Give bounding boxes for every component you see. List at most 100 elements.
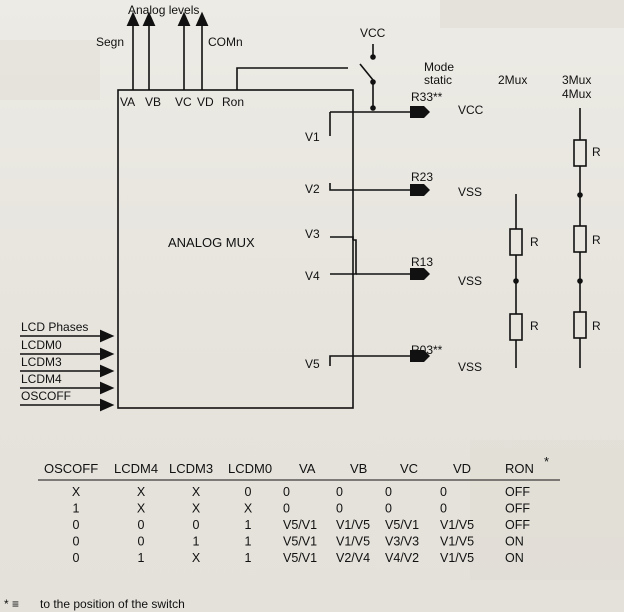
input-lcdm3: LCDM3 bbox=[21, 355, 62, 369]
table-cell: V2/V4 bbox=[336, 551, 370, 565]
table-cell: 0 bbox=[138, 518, 145, 532]
th-vc: VC bbox=[400, 461, 418, 476]
tag-r13-label: R13 bbox=[411, 255, 433, 269]
tag-r33 bbox=[410, 106, 430, 118]
analog-levels-label: Analog levels bbox=[128, 3, 199, 17]
mode-label: Mode bbox=[424, 60, 454, 74]
rail-vss-2: VSS bbox=[458, 274, 482, 288]
pin-va: VA bbox=[120, 95, 135, 109]
pin-v4: V4 bbox=[305, 269, 320, 283]
table-cell: X bbox=[72, 485, 81, 499]
rail-vss-1: VSS bbox=[458, 185, 482, 199]
input-lcdm0: LCDM0 bbox=[21, 338, 62, 352]
r-2mux-a: R bbox=[530, 235, 539, 249]
tag-r03-label: R03** bbox=[411, 343, 443, 357]
footnote-mark: * ≡ bbox=[4, 597, 19, 611]
tag-r03 bbox=[410, 350, 430, 362]
table-cell: X bbox=[137, 502, 146, 516]
segn-label: Segn bbox=[96, 35, 124, 49]
r-2mux-b: R bbox=[530, 319, 539, 333]
th-oscoff: OSCOFF bbox=[44, 461, 98, 476]
table-cell: 1 bbox=[193, 535, 200, 549]
footnote-text: to the position of the switch bbox=[40, 597, 185, 611]
table-cell: OFF bbox=[505, 502, 530, 516]
ron-wire bbox=[236, 67, 348, 90]
table-cell: X bbox=[244, 502, 253, 516]
mode-2mux-label: 2Mux bbox=[498, 73, 527, 87]
vcc-top-label: VCC bbox=[360, 26, 386, 40]
pin-vd: VD bbox=[197, 95, 214, 109]
table-cell: X bbox=[192, 502, 201, 516]
v2-wire bbox=[329, 183, 410, 191]
table-cell: 0 bbox=[283, 485, 290, 499]
tag-r13 bbox=[410, 268, 430, 280]
r-4mux-a: R bbox=[592, 145, 601, 159]
pin-ron: Ron bbox=[222, 95, 244, 109]
tag-r23-label: R23 bbox=[411, 170, 433, 184]
th-va: VA bbox=[299, 461, 316, 476]
table-cell: V4/V2 bbox=[385, 551, 419, 565]
table-cell: 0 bbox=[440, 502, 447, 516]
table-row: X X X 0 0 0 0 0 OFF bbox=[72, 485, 531, 499]
table-cell: 0 bbox=[193, 518, 200, 532]
truth-table: OSCOFF LCDM4 LCDM3 LCDM0 VA VB VC VD RON… bbox=[38, 454, 560, 565]
table-cell: V5/V1 bbox=[283, 518, 317, 532]
table-cell: 0 bbox=[73, 535, 80, 549]
th-lcdm0: LCDM0 bbox=[228, 461, 272, 476]
table-cell: V1/V5 bbox=[336, 518, 370, 532]
pin-v5: V5 bbox=[305, 357, 320, 371]
table-cell: V3/V3 bbox=[385, 535, 419, 549]
table-cell: 0 bbox=[440, 485, 447, 499]
table-cell: OFF bbox=[505, 485, 530, 499]
table-cell: 1 bbox=[138, 551, 145, 565]
table-cell: 0 bbox=[336, 502, 343, 516]
input-lcdm4: LCDM4 bbox=[21, 372, 62, 386]
table-cell: ON bbox=[505, 551, 524, 565]
v3-v4-loop bbox=[330, 239, 357, 275]
th-lcdm4: LCDM4 bbox=[114, 461, 158, 476]
table-cell: V1/V5 bbox=[336, 535, 370, 549]
comn-label: COMn bbox=[208, 35, 243, 49]
table-cell: OFF bbox=[505, 518, 530, 532]
table-cell: 1 bbox=[245, 551, 252, 565]
mode-4mux-label: 4Mux bbox=[562, 87, 591, 101]
table-cell: 1 bbox=[245, 518, 252, 532]
th-vb: VB bbox=[350, 461, 367, 476]
th-star: * bbox=[544, 454, 549, 469]
tag-r33-label: R33** bbox=[411, 90, 443, 104]
table-cell: 0 bbox=[245, 485, 252, 499]
rail-vcc: VCC bbox=[458, 103, 484, 117]
table-cell: X bbox=[137, 485, 146, 499]
ron-switch bbox=[359, 63, 374, 81]
table-cell: 0 bbox=[385, 485, 392, 499]
mux-inputs: LCD Phases LCDM0 LCDM3 LCDM4 OSCOFF bbox=[20, 320, 115, 412]
table-cell: ON bbox=[505, 535, 524, 549]
r-4mux-b: R bbox=[592, 233, 601, 247]
table-cell: 0 bbox=[73, 518, 80, 532]
table-cell: 1 bbox=[245, 535, 252, 549]
v3-wire bbox=[330, 236, 354, 240]
table-cell: V5/V1 bbox=[385, 518, 419, 532]
table-cell: V1/V5 bbox=[440, 551, 474, 565]
table-row: 0 0 0 1 V5/V1 V1/V5 V5/V1 V1/V5 OFF bbox=[73, 518, 531, 532]
table-cell: 1 bbox=[73, 502, 80, 516]
table-row: 1 X X X 0 0 0 0 OFF bbox=[73, 502, 531, 516]
th-ron: RON bbox=[505, 461, 534, 476]
table-cell: V1/V5 bbox=[440, 518, 474, 532]
table-cell: 0 bbox=[138, 535, 145, 549]
table-cell: V5/V1 bbox=[283, 551, 317, 565]
table-cell: 0 bbox=[283, 502, 290, 516]
input-lcd-phases: LCD Phases bbox=[21, 320, 88, 334]
table-cell: V5/V1 bbox=[283, 535, 317, 549]
pin-v2: V2 bbox=[305, 182, 320, 196]
v5-wire bbox=[329, 355, 410, 366]
table-cell: 0 bbox=[385, 502, 392, 516]
v1-junction bbox=[370, 105, 376, 111]
table-cell: X bbox=[192, 485, 201, 499]
ladder-2mux: R R bbox=[509, 194, 539, 368]
pin-vc: VC bbox=[175, 95, 192, 109]
table-cell: 0 bbox=[336, 485, 343, 499]
rail-vss-3: VSS bbox=[458, 360, 482, 374]
